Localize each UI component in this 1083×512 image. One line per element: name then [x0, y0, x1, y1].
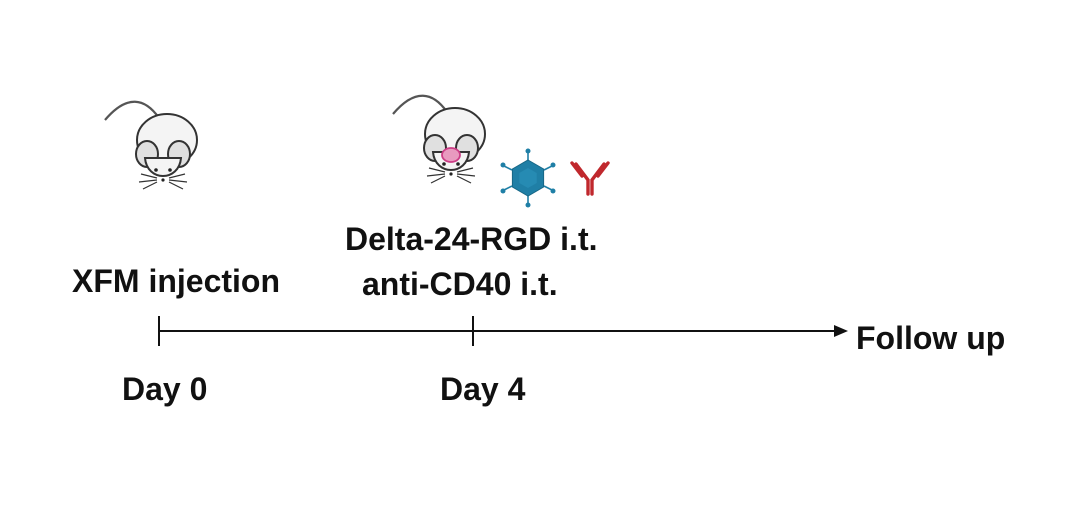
follow-up-label: Follow up — [856, 320, 1006, 356]
day-label-0: Day 0 — [122, 371, 208, 407]
treatment-label-day0: XFM injection — [72, 263, 280, 299]
tumor-icon — [441, 147, 461, 163]
mouse-icon — [103, 100, 199, 191]
treatment-label-antibody: anti-CD40 i.t. — [362, 266, 558, 302]
antibody-icon — [570, 161, 610, 196]
timeline-axis — [158, 316, 848, 346]
mouse-with-tumor-icon — [391, 94, 487, 185]
arrowhead-icon — [834, 325, 848, 337]
treatment-label-virus: Delta-24-RGD i.t. — [345, 221, 598, 257]
day-label-4: Day 4 — [440, 371, 526, 407]
virus-icon — [500, 148, 556, 208]
